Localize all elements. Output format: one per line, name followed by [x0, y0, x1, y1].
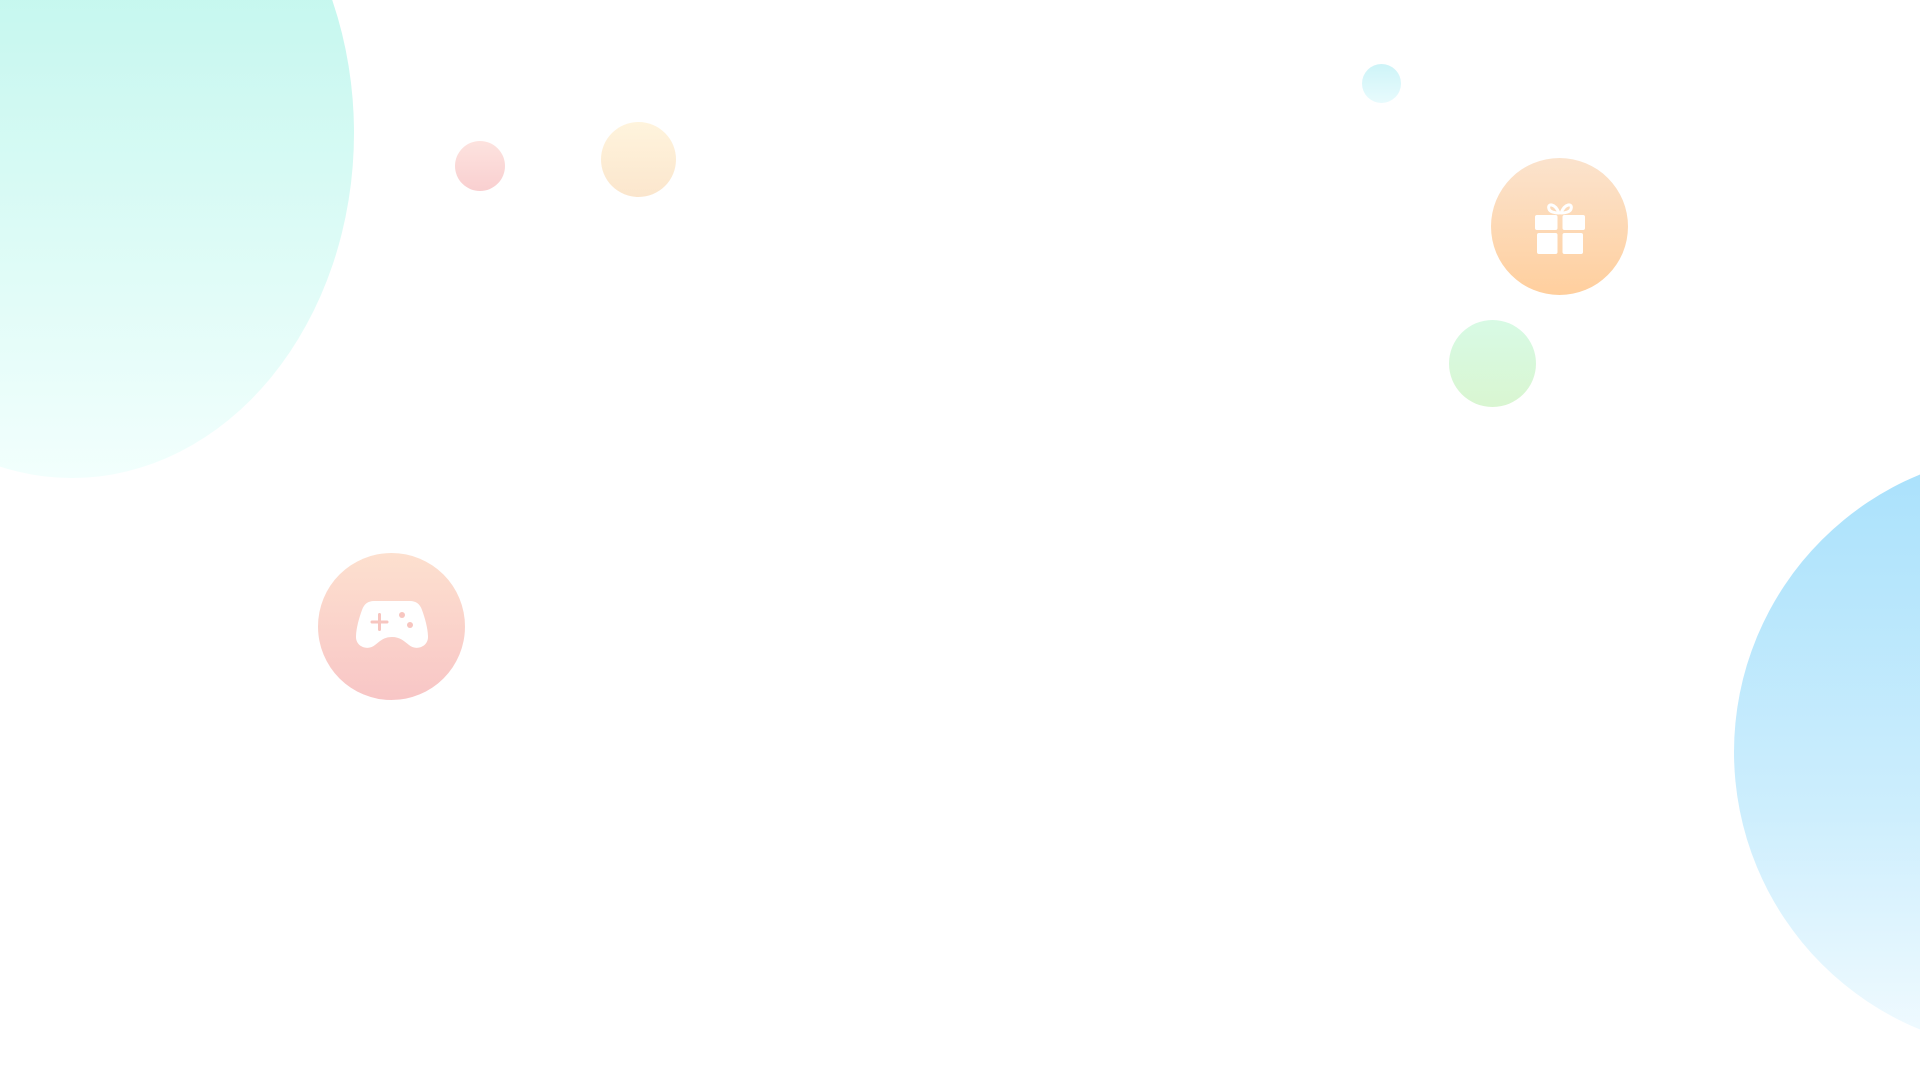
cyan-decorative-dot	[1362, 64, 1401, 103]
gift-bubble	[1491, 158, 1628, 295]
gift-icon	[1534, 197, 1586, 257]
gamepad-icon	[352, 599, 432, 655]
gamepad-bubble	[318, 553, 465, 700]
blue-decorative-blob	[1734, 452, 1920, 1052]
pink-decorative-dot	[455, 141, 505, 191]
teal-decorative-blob	[0, 0, 354, 478]
green-decorative-dot	[1449, 320, 1536, 407]
cream-decorative-dot	[601, 122, 676, 197]
